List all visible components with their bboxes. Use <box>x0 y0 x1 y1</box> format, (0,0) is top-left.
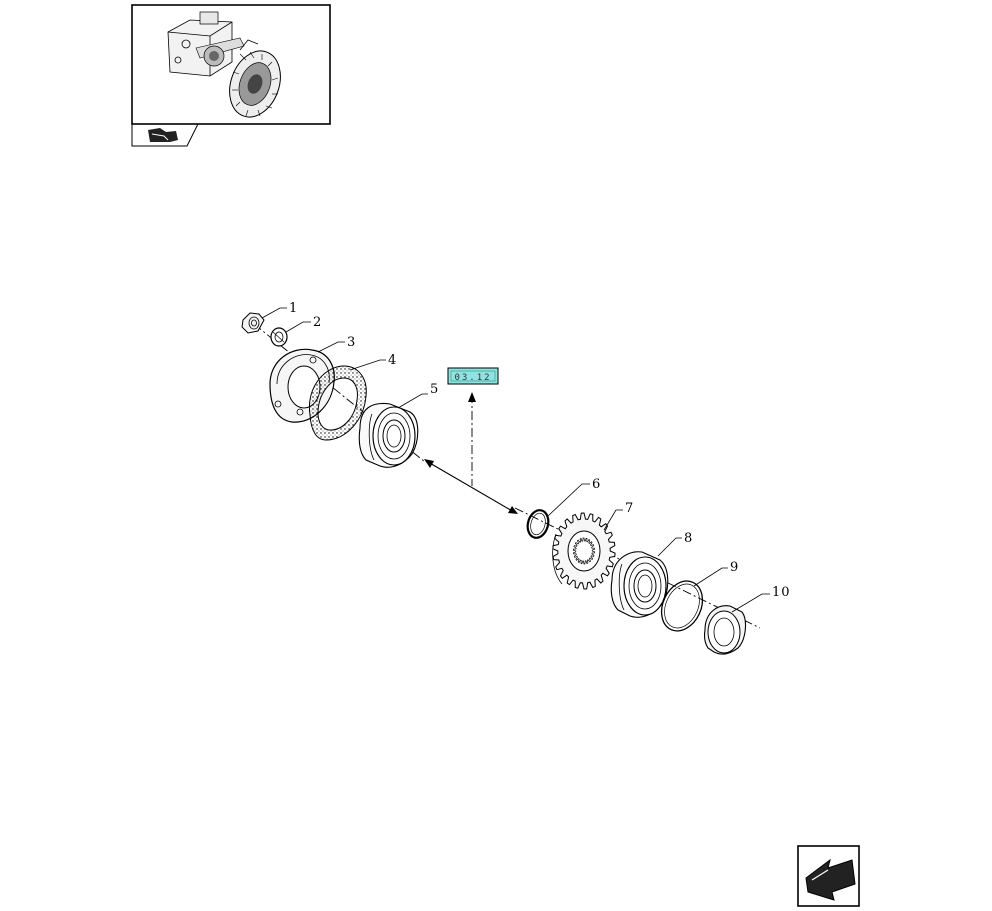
reference-tag-label: 03.12 <box>454 373 491 383</box>
next-page-button[interactable] <box>797 845 860 907</box>
part-8-bearing <box>610 551 669 618</box>
callout-6[interactable]: 6 <box>592 477 601 492</box>
part-6-snap-ring <box>526 509 550 539</box>
part-1-nut <box>241 312 265 334</box>
reference-tag[interactable]: 03.12 <box>447 367 499 385</box>
part-2-lock-washer <box>270 327 288 347</box>
part-10-seal <box>703 605 747 655</box>
next-page-arrow-icon <box>805 858 856 901</box>
callout-9[interactable]: 9 <box>730 560 739 575</box>
tractor-axle-assembly-thumbnail <box>167 11 281 118</box>
callout-5[interactable]: 5 <box>430 382 439 397</box>
part-4-gasket <box>308 365 367 441</box>
prev-page-tab[interactable] <box>131 123 199 147</box>
callout-2[interactable]: 2 <box>313 315 322 330</box>
assembly-arrow <box>424 392 518 514</box>
book-arrow-icon <box>148 128 178 142</box>
callout-1[interactable]: 1 <box>289 301 298 316</box>
callout-4[interactable]: 4 <box>388 353 397 368</box>
callout-8[interactable]: 8 <box>684 531 693 546</box>
part-7-gear <box>552 512 616 590</box>
callout-labels: 1 2 3 4 5 6 7 8 9 10 <box>289 301 791 600</box>
leader-lines <box>261 307 770 613</box>
thumbnail-panel[interactable] <box>131 4 331 125</box>
part-5-bearing <box>358 402 419 468</box>
callout-3[interactable]: 3 <box>347 335 356 350</box>
callout-7[interactable]: 7 <box>625 501 634 516</box>
part-9-shim-ring <box>660 580 704 632</box>
callout-10[interactable]: 10 <box>772 585 791 600</box>
